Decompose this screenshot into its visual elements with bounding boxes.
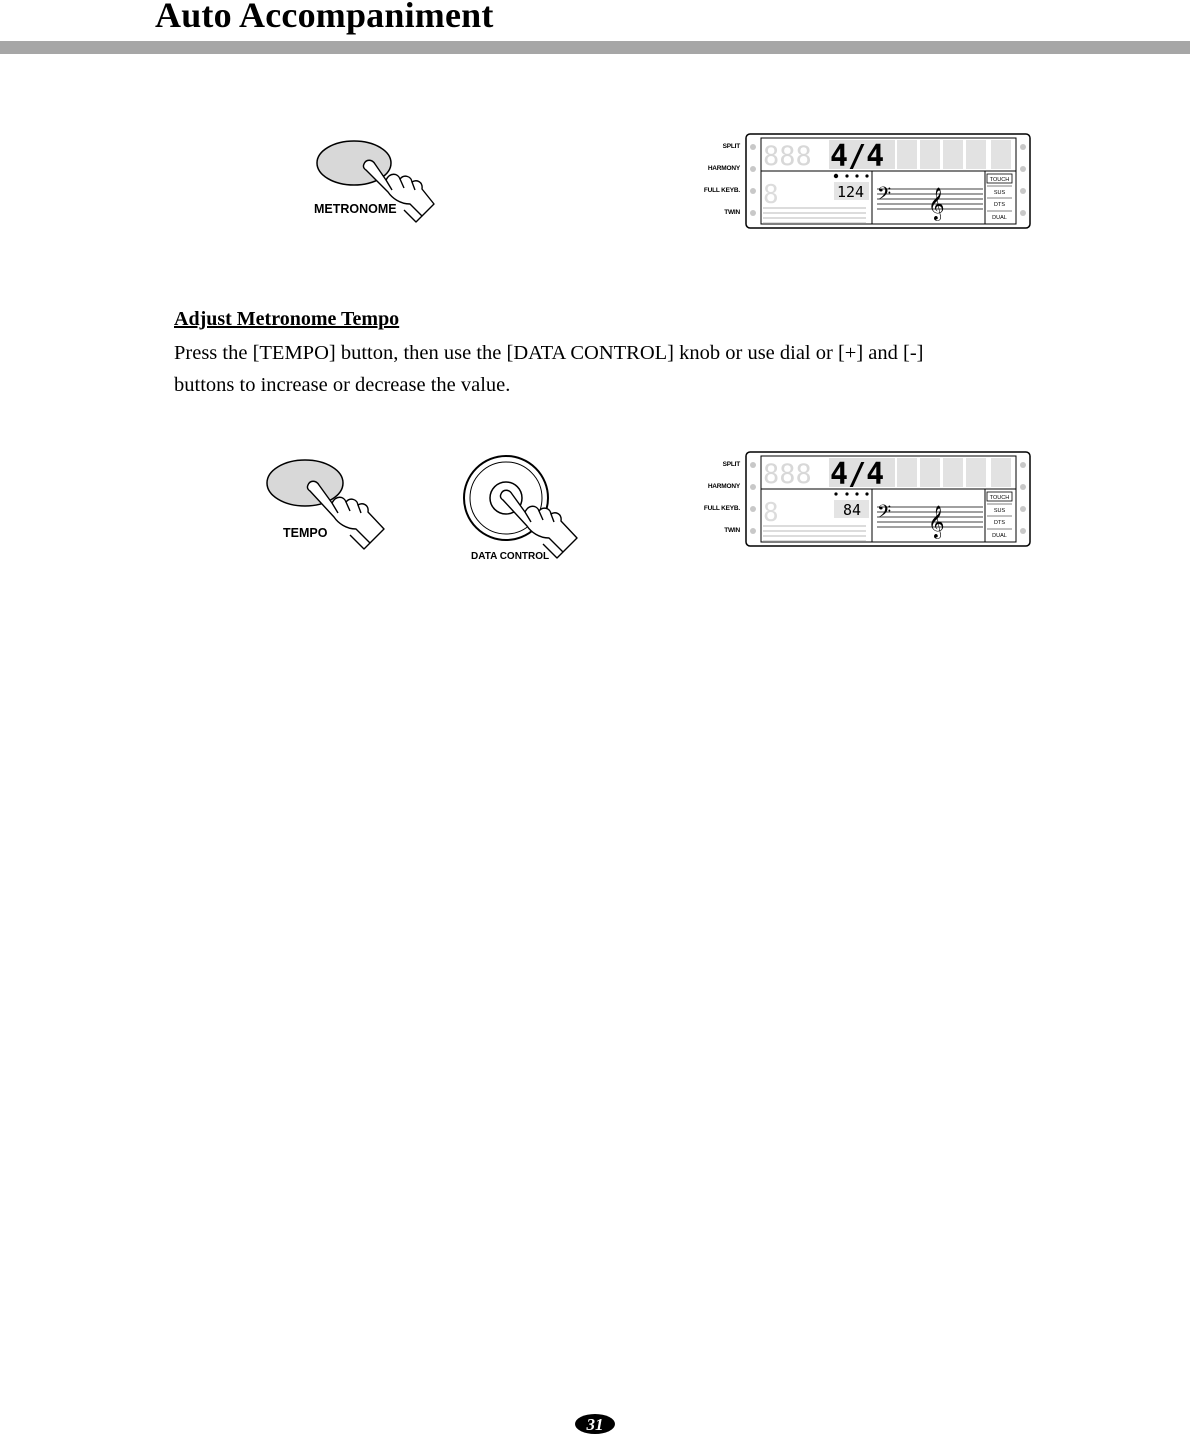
tempo-button-label: TEMPO <box>283 526 328 540</box>
dts-indicator: DTS <box>994 520 1005 526</box>
twin-label: TWIN <box>724 527 740 534</box>
faint-digits: 888 <box>763 459 812 490</box>
pressing-hand-icon <box>306 480 385 550</box>
touch-indicator: TOUCH <box>990 495 1009 501</box>
tempo-button[interactable] <box>266 459 344 507</box>
dual-indicator: DUAL <box>992 215 1007 221</box>
treble-clef-icon: 𝄞 <box>928 187 945 221</box>
pressing-hand-icon <box>499 489 578 559</box>
split-label: SPLIT <box>722 461 741 468</box>
tempo-value: 84 <box>843 501 861 519</box>
treble-clef-icon: 𝄞 <box>928 505 945 539</box>
touch-indicator: TOUCH <box>990 177 1009 183</box>
pressing-hand-icon <box>362 159 435 223</box>
tempo-button-illustration: TEMPO <box>266 459 385 550</box>
data-control-label: DATA CONTROL <box>471 551 549 562</box>
sus-indicator: SUS <box>994 508 1006 514</box>
full-keyb-label: FULL KEYB. <box>703 187 740 194</box>
lcd-panel: 888 4/4 8 124 𝄢 𝄞 TOUCH SUS DTS DUAL <box>745 133 1031 229</box>
instruction-line-2: buttons to increase or decrease the valu… <box>174 374 511 396</box>
bass-clef-icon: 𝄢 <box>877 184 891 209</box>
twin-label: TWIN <box>724 209 740 216</box>
page-title: Auto Accompaniment <box>155 0 494 35</box>
time-signature: 4/4 <box>830 139 884 174</box>
dts-indicator: DTS <box>994 202 1005 208</box>
title-rule <box>0 41 1190 54</box>
faint-digits: 888 <box>763 141 812 172</box>
sus-indicator: SUS <box>994 190 1006 196</box>
dual-indicator: DUAL <box>992 533 1007 539</box>
data-control-illustration: DATA CONTROL <box>463 455 578 562</box>
metronome-button-illustration: METRONOME <box>314 140 435 223</box>
harmony-label: HARMONY <box>707 483 740 490</box>
time-signature: 4/4 <box>830 457 884 492</box>
svg-text:8: 8 <box>763 180 779 210</box>
svg-text:8: 8 <box>763 498 779 528</box>
tempo-value: 124 <box>837 183 864 201</box>
harmony-label: HARMONY <box>707 165 740 172</box>
full-keyb-label: FULL KEYB. <box>703 505 740 512</box>
instruction-line-1: Press the [TEMPO] button, then use the [… <box>174 342 924 364</box>
split-label: SPLIT <box>722 143 741 150</box>
bass-clef-icon: 𝄢 <box>877 502 891 527</box>
lcd-panel: 888 4/4 8 84 𝄢 𝄞 TOUCH SUS DTS DUAL <box>745 451 1031 547</box>
section-heading: Adjust Metronome Tempo <box>174 308 400 330</box>
metronome-button-label: METRONOME <box>314 202 397 216</box>
page-number-badge: 31 <box>575 1414 615 1434</box>
page-number: 31 <box>586 1415 604 1434</box>
